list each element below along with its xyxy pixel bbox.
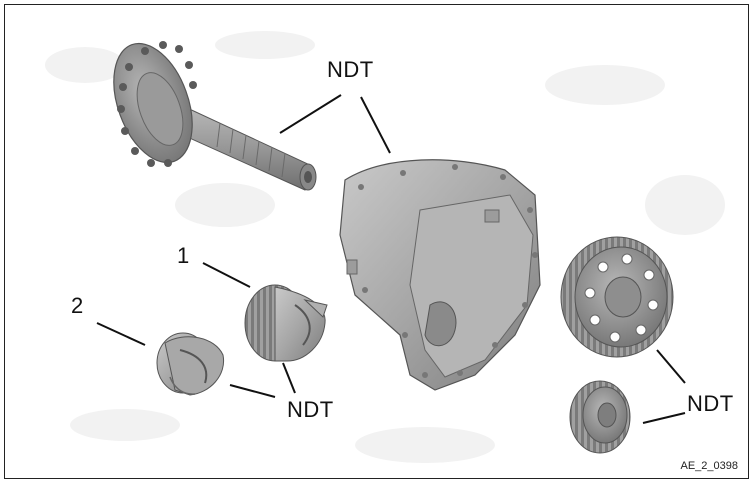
leader-ndt-to-housing (361, 97, 390, 153)
leader-ndt-to-shaft (280, 95, 341, 133)
callout-ndt-top: NDT (327, 57, 374, 83)
exploded-gearbox-drawing (5, 5, 749, 479)
small-spur-gear (570, 381, 630, 453)
leader-ndt-to-gear2 (230, 385, 275, 397)
large-spur-gear (561, 237, 673, 357)
gearbox-housing (340, 160, 540, 390)
leader-2-to-gear2 (97, 323, 145, 345)
callout-label-2: 2 (71, 293, 83, 319)
leader-ndt-to-small-gear (643, 413, 685, 423)
leader-ndt-to-large-gear (657, 350, 685, 383)
callout-ndt-bottom-left: NDT (287, 397, 334, 423)
leader-ndt-to-gear1 (283, 363, 295, 393)
leader-1-to-gear1 (203, 263, 250, 287)
callout-label-1: 1 (177, 243, 189, 269)
gear-part-1 (245, 285, 327, 361)
figure-id: AE_2_0398 (681, 460, 739, 472)
illustration-frame: NDT 1 2 NDT NDT AE_2_0398 (4, 4, 749, 479)
gear-part-2 (157, 333, 224, 395)
callout-ndt-bottom-right: NDT (687, 391, 734, 417)
